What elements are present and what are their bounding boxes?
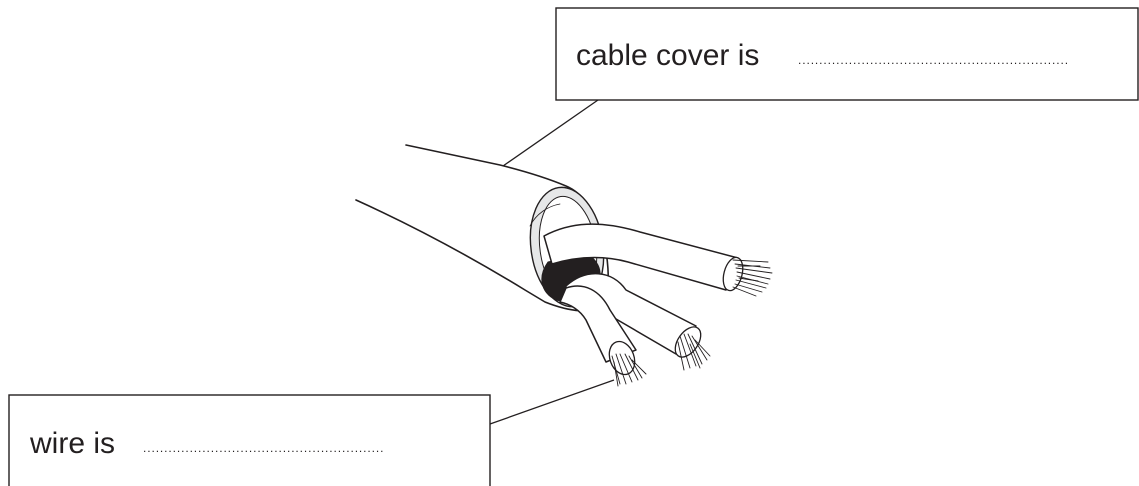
wire-label: wire is xyxy=(29,427,115,460)
wire-3-strands xyxy=(611,353,647,387)
cable-illustration xyxy=(355,144,773,387)
cable-cover-leader-line xyxy=(502,99,599,167)
wire-leader-line xyxy=(489,379,615,425)
sheath-highlight xyxy=(529,203,561,227)
wire-label-box: wire is ................................… xyxy=(8,394,491,486)
cable-cover-label-box: cable cover is .........................… xyxy=(555,7,1139,101)
cable-cover-label: cable cover is xyxy=(576,39,759,72)
cable-cover-answer-line[interactable]: ........................................… xyxy=(798,53,1069,67)
wire-2-strands xyxy=(677,333,711,371)
wire-box-frame xyxy=(8,394,491,486)
wire-1-strands xyxy=(732,259,773,297)
cable-cover-box-frame xyxy=(555,7,1139,101)
wire-answer-line[interactable]: ........................................… xyxy=(143,441,384,455)
